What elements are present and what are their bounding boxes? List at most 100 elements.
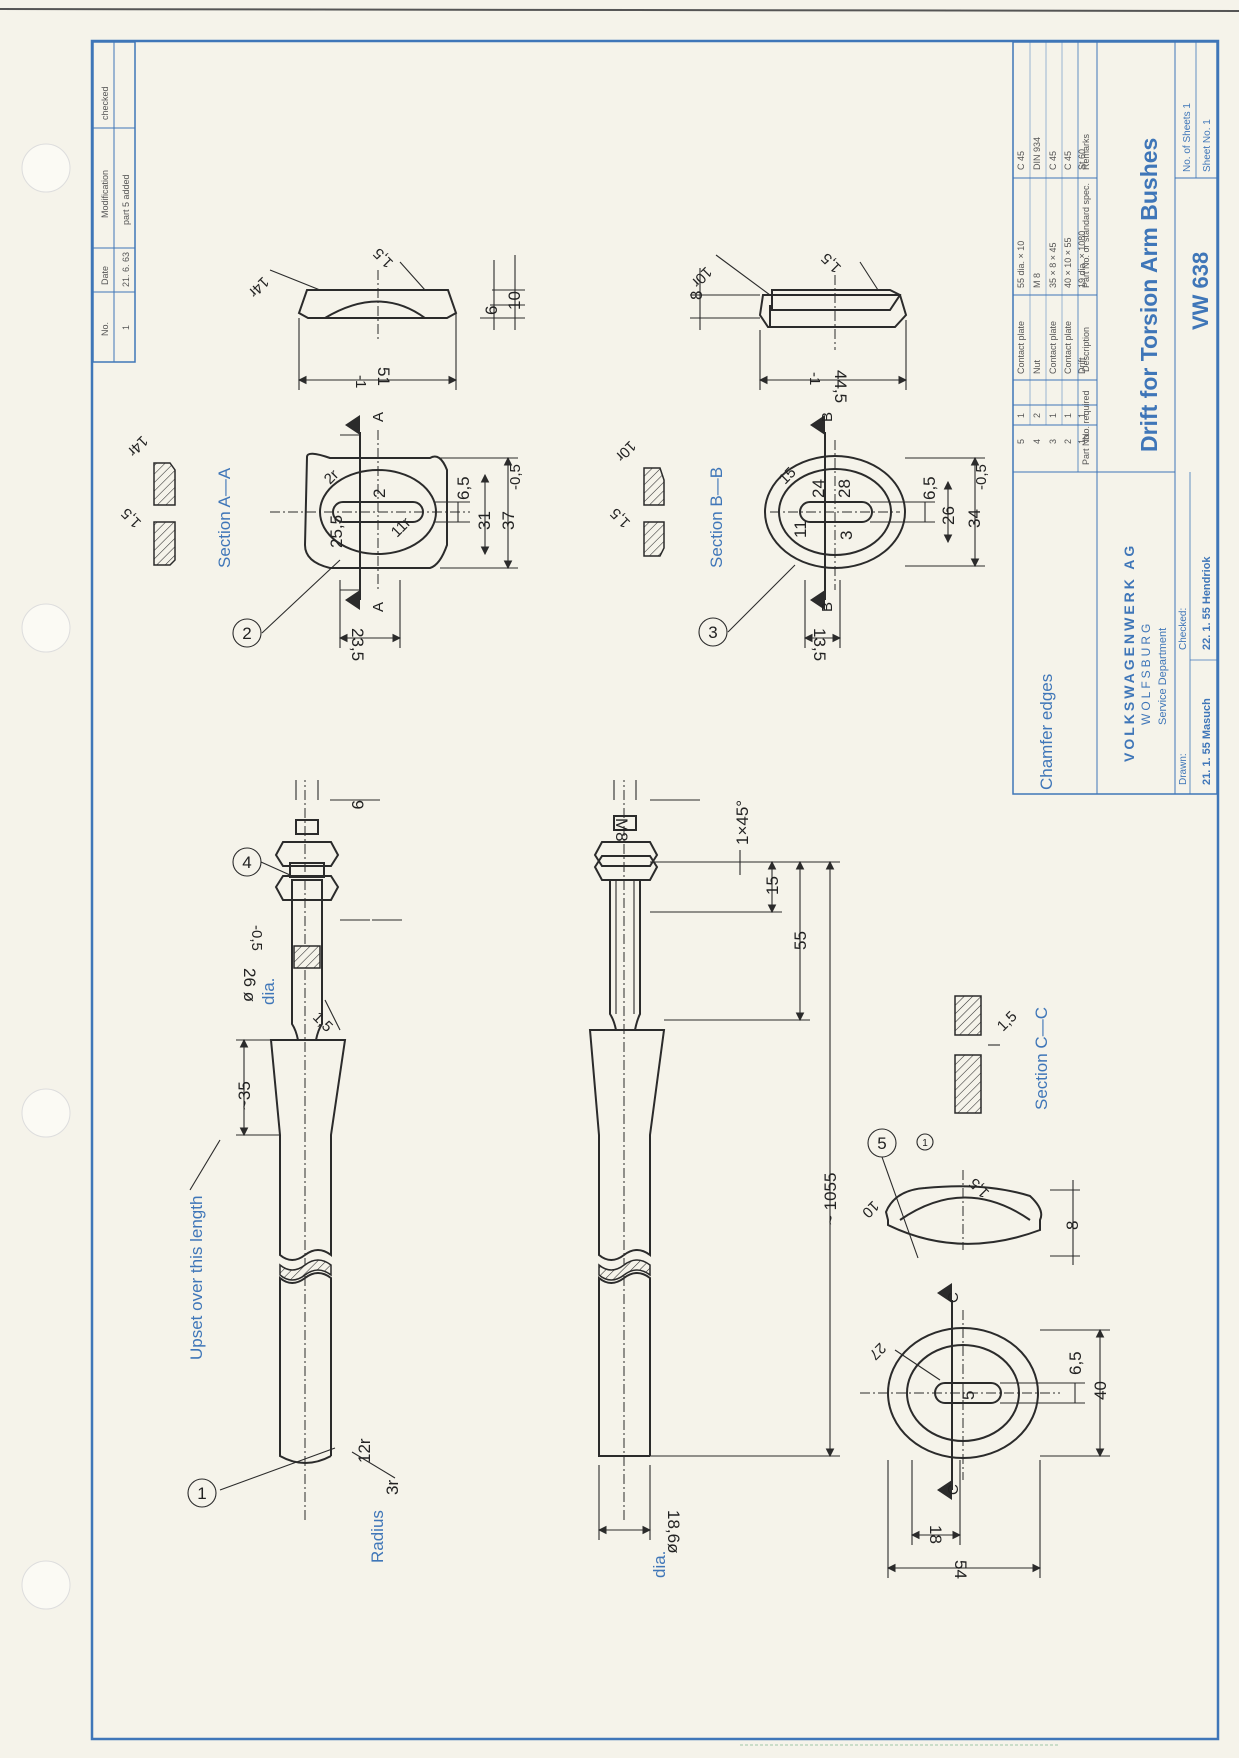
cut-c-bottom: C: [945, 1484, 962, 1495]
dim-15-b: 15: [776, 464, 800, 488]
parts-header: Description: [1081, 327, 1091, 372]
title-block: Part No. No. required Description Part N…: [1012, 41, 1218, 795]
dim-54: 54: [951, 1560, 970, 1579]
parts-cell: 19 dia. × 1080: [1077, 231, 1087, 288]
parts-cell: Nut: [1032, 359, 1042, 374]
parts-cell: 4: [1032, 439, 1042, 444]
cut-b-top: B: [819, 412, 836, 422]
mod-header-modification: Modification: [100, 170, 110, 218]
punch-hole: [21, 143, 71, 193]
dim-m8: M8: [612, 818, 631, 842]
label-section-aa: Section A—A: [215, 467, 234, 568]
dim-37-tol: -0,5: [507, 464, 524, 490]
dim-26: 26 ø: [240, 968, 259, 1002]
company-department: Service Department: [1157, 628, 1169, 725]
drawn-label: Drawn:: [1178, 753, 1189, 785]
sheets-total: No. of Sheets 1: [1182, 103, 1193, 172]
dim-r12: 12r: [355, 1438, 374, 1463]
dim-26-tol: -0,5: [248, 925, 265, 951]
parts-header: No. required: [1081, 390, 1091, 440]
cut-c-top: C: [945, 1292, 962, 1303]
dim-r1-5-c: 1,5: [607, 504, 634, 531]
note-dia-2: dia.: [650, 1551, 669, 1578]
label-section-cc: Section C—C: [1032, 1007, 1051, 1110]
dim-r1-5-d: 1,5: [818, 249, 845, 276]
dim-51: 51: [374, 367, 393, 386]
note-radius: Radius: [368, 1510, 387, 1563]
dim-r2: 2r: [321, 466, 342, 487]
parts-cell: 1: [1063, 413, 1073, 418]
dim-34-tol: -0,5: [973, 464, 990, 490]
dim-34: 34: [965, 509, 984, 528]
sheet-number: Sheet No. 1: [1202, 119, 1213, 172]
dim-31: 31: [475, 511, 494, 530]
punch-hole: [21, 603, 71, 653]
label-section-bb: Section B—B: [707, 467, 726, 568]
dim-40: 40: [1091, 1381, 1110, 1400]
modification-table: No. Date Modification checked 1 21. 6. 6…: [92, 41, 136, 363]
dim-r10-b: 10r: [688, 263, 715, 290]
part-3-views: [643, 254, 985, 648]
parts-header: Part No.: [1081, 432, 1091, 465]
drift-view-bottom: [588, 780, 840, 1540]
dim-9: 9: [348, 800, 367, 809]
dim-35: ~35: [235, 1081, 254, 1110]
dim-r14-b: 14r: [124, 432, 151, 459]
company-city: WOLFSBURG: [1139, 621, 1153, 725]
balloon-2: 2: [242, 624, 251, 643]
company-name: VOLKSWAGENWERK AG: [1121, 543, 1137, 762]
mod-cell: 21. 6. 63: [121, 252, 131, 287]
dimension-labels: ~35 26 ø -0,5 1,5 9 M8 1×45° 15 55 ~ 105…: [118, 244, 1110, 1579]
parts-cell: Drift: [1077, 357, 1087, 374]
parts-cell: 3: [1048, 439, 1058, 444]
parts-header: Remarks: [1081, 133, 1091, 170]
cut-a-top: A: [370, 412, 387, 422]
drawing-title: Drift for Torsion Arm Bushes: [1136, 138, 1162, 452]
dim-r10-a: 10r: [612, 437, 639, 464]
mod-cell: part 5 added: [121, 174, 131, 225]
balloon-5: 5: [877, 1134, 886, 1153]
dim-15: 15: [763, 876, 782, 895]
dim-25-5: 25,5: [327, 515, 346, 548]
dim-55: 55: [791, 931, 810, 950]
note-upset: Upset over this length: [187, 1196, 206, 1360]
balloon-4: 4: [242, 853, 251, 872]
dim-8-b: 8: [1063, 1221, 1082, 1230]
dim-6-5-a: 6,5: [454, 476, 473, 500]
drawing-frame: [90, 39, 1220, 1741]
dim-26-b: 26: [939, 506, 958, 525]
parts-cell: Contact plate: [1016, 321, 1026, 374]
parts-cell: 1: [1077, 439, 1087, 444]
drawn-value: 21. 1. 55 Masuch: [1201, 698, 1213, 785]
balloon-1: 1: [197, 1484, 206, 1503]
dim-28: 28: [835, 479, 854, 498]
part-2-views: [153, 255, 525, 648]
dim-8-a: 8: [687, 291, 706, 300]
parts-cell: C 45: [1063, 151, 1073, 170]
parts-cell: Contact plate: [1063, 321, 1073, 374]
mod-header-no: No.: [100, 322, 110, 336]
parts-cell: 1: [1077, 413, 1087, 418]
parts-cell: 2: [1032, 413, 1042, 418]
dim-r1-5-a: 1,5: [370, 244, 397, 271]
punch-hole: [21, 1088, 71, 1138]
mod-cell: 1: [121, 325, 131, 330]
mod-header-checked: checked: [100, 86, 110, 120]
dim-r1-5-g: 1,5: [994, 1008, 1021, 1035]
parts-cell: C 45: [1048, 151, 1058, 170]
dim-6-5-b: 6,5: [920, 476, 939, 500]
parts-cell: M 8: [1032, 273, 1042, 288]
punch-hole: [21, 1560, 71, 1610]
parts-cell: St 60: [1077, 149, 1087, 170]
dim-r14-a: 14r: [245, 273, 272, 300]
drawing-number: VW 638: [1188, 252, 1213, 330]
parts-cell: 40 × 10 × 55: [1063, 237, 1073, 288]
dim-r1-5-b: 1,5: [118, 504, 145, 531]
drift-view-top: [189, 780, 402, 1520]
dim-10: 10: [505, 291, 524, 310]
revision-marker: 1: [922, 1138, 928, 1149]
dim-5: 5: [959, 1391, 978, 1400]
balloon-3: 3: [708, 623, 717, 642]
notes: Upset over this length Radius dia. dia. …: [187, 467, 1056, 1578]
part-5-views: [860, 995, 1110, 1578]
